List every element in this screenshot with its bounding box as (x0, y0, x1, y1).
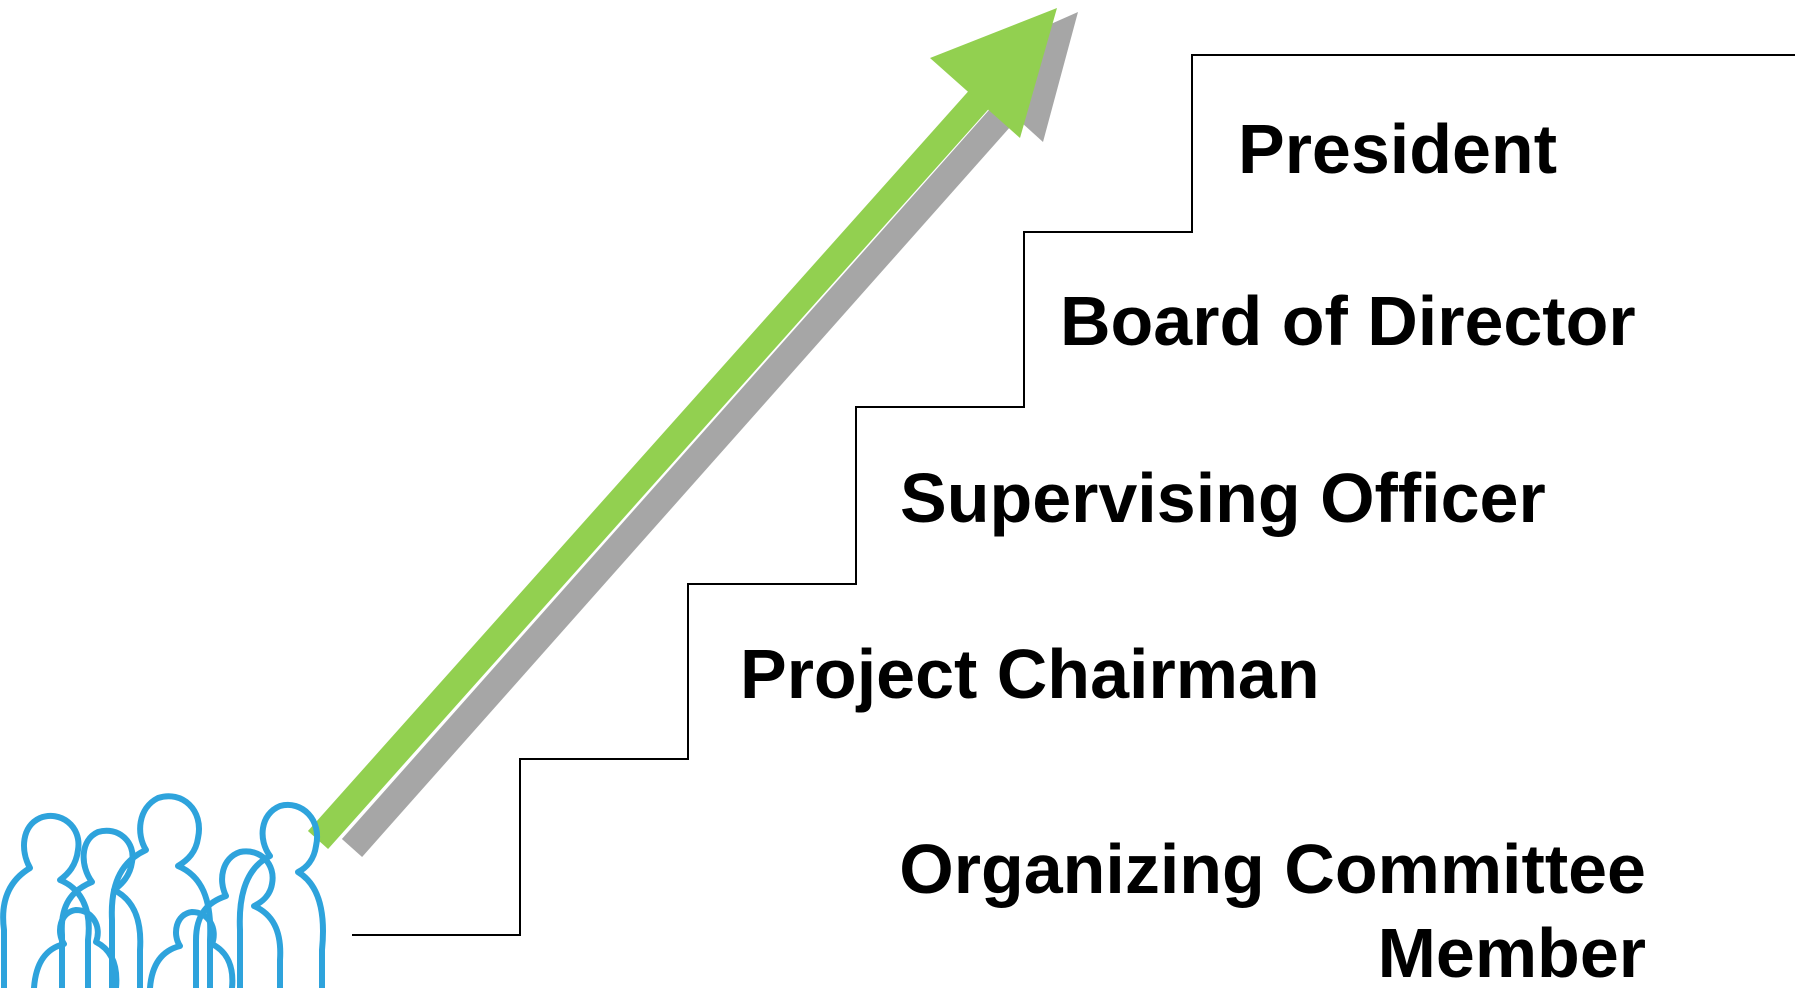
arrow-shadow (341, 12, 1078, 857)
people-group-icon (0, 793, 326, 988)
step-label-board-of-director: Board of Director (1060, 282, 1636, 360)
step-label-member: Member (1378, 914, 1646, 988)
step-label-supervising-officer: Supervising Officer (900, 459, 1546, 537)
step-label-project-chairman: Project Chairman (740, 635, 1320, 713)
step-label-president: President (1238, 110, 1557, 188)
up-right-arrow-icon (307, 8, 1057, 849)
step-label-organizing-committee: Organizing Committee (899, 830, 1646, 908)
staircase-outline (352, 54, 1795, 936)
